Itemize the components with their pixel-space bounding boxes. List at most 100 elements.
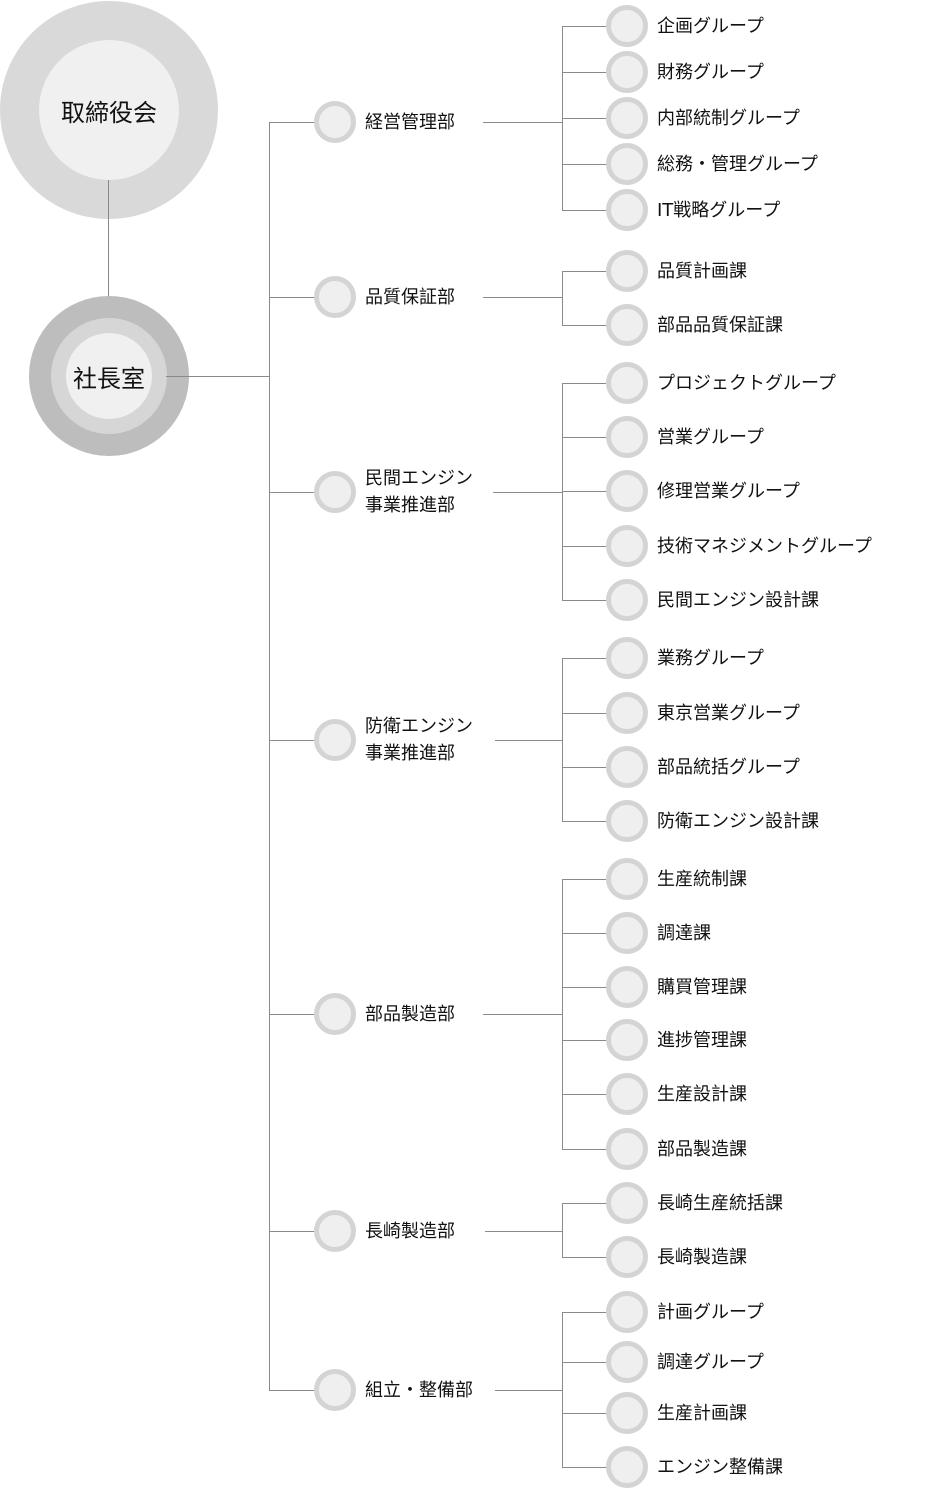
- child-branch-line: [562, 600, 612, 601]
- child-node[interactable]: [606, 1128, 648, 1170]
- child-branch-line: [562, 821, 612, 822]
- dept-to-children-line: [485, 1231, 562, 1232]
- child-label[interactable]: 業務グループ: [657, 647, 764, 669]
- child-node[interactable]: [606, 1019, 648, 1061]
- child-node[interactable]: [606, 746, 648, 788]
- dept-label[interactable]: 防衛エンジン事業推進部: [365, 713, 473, 767]
- child-node[interactable]: [606, 1446, 648, 1488]
- children-trunk-line: [562, 1203, 563, 1258]
- child-node[interactable]: [606, 97, 648, 139]
- child-label[interactable]: 長崎生産統括課: [657, 1192, 783, 1214]
- child-label[interactable]: 進捗管理課: [657, 1029, 747, 1051]
- child-branch-line: [562, 767, 612, 768]
- child-node[interactable]: [606, 1073, 648, 1115]
- dept-node[interactable]: [314, 276, 356, 318]
- child-node[interactable]: [606, 250, 648, 292]
- child-node[interactable]: [606, 637, 648, 679]
- child-branch-line: [562, 933, 612, 934]
- board-node: 取締役会: [0, 1, 218, 219]
- dept-label[interactable]: 民間エンジン事業推進部: [365, 465, 473, 519]
- child-label[interactable]: 購買管理課: [657, 976, 747, 998]
- children-trunk-line: [562, 658, 563, 822]
- child-label[interactable]: 総務・管理グループ: [657, 153, 818, 175]
- child-label[interactable]: 部品統括グループ: [657, 756, 800, 778]
- child-branch-line: [562, 437, 612, 438]
- child-label[interactable]: 防衛エンジン設計課: [657, 810, 819, 832]
- child-node[interactable]: [606, 362, 648, 404]
- child-node[interactable]: [606, 1291, 648, 1333]
- child-label[interactable]: 調達課: [657, 922, 711, 944]
- child-label[interactable]: 修理営業グループ: [657, 480, 800, 502]
- dept-node[interactable]: [314, 471, 356, 513]
- dept-branch-line: [269, 1014, 319, 1015]
- child-node[interactable]: [606, 143, 648, 185]
- child-node[interactable]: [606, 416, 648, 458]
- child-node[interactable]: [606, 579, 648, 621]
- dept-branch-line: [269, 1231, 319, 1232]
- child-node[interactable]: [606, 470, 648, 512]
- child-label[interactable]: プロジェクトグループ: [657, 372, 836, 394]
- child-node[interactable]: [606, 966, 648, 1008]
- child-branch-line: [562, 325, 612, 326]
- child-branch-line: [562, 1362, 612, 1363]
- child-label[interactable]: 技術マネジメントグループ: [657, 535, 872, 557]
- child-label[interactable]: 生産設計課: [657, 1083, 747, 1105]
- dept-label[interactable]: 経営管理部: [365, 109, 455, 136]
- child-branch-line: [562, 1040, 612, 1041]
- child-label[interactable]: 財務グループ: [657, 61, 764, 83]
- child-node[interactable]: [606, 525, 648, 567]
- child-label[interactable]: IT戦略グループ: [657, 199, 781, 221]
- child-label[interactable]: 生産計画課: [657, 1402, 747, 1424]
- child-node[interactable]: [606, 304, 648, 346]
- child-node[interactable]: [606, 5, 648, 47]
- children-trunk-line: [562, 383, 563, 601]
- dept-node[interactable]: [314, 719, 356, 761]
- president-connector: [166, 376, 269, 377]
- dept-label[interactable]: 長崎製造部: [365, 1218, 455, 1245]
- child-label[interactable]: 生産統制課: [657, 868, 747, 890]
- child-label[interactable]: 企画グループ: [657, 15, 764, 37]
- child-node[interactable]: [606, 1392, 648, 1434]
- child-branch-line: [562, 1467, 612, 1468]
- child-label[interactable]: 長崎製造課: [657, 1246, 747, 1268]
- child-node[interactable]: [606, 912, 648, 954]
- child-label[interactable]: 営業グループ: [657, 426, 764, 448]
- child-label[interactable]: 東京営業グループ: [657, 702, 800, 724]
- dept-branch-line: [269, 740, 319, 741]
- child-label[interactable]: 計画グループ: [657, 1301, 764, 1323]
- dept-node[interactable]: [314, 1369, 356, 1411]
- child-node[interactable]: [606, 1236, 648, 1278]
- child-node[interactable]: [606, 189, 648, 231]
- child-label[interactable]: 部品品質保証課: [657, 314, 783, 336]
- child-branch-line: [562, 658, 612, 659]
- child-branch-line: [562, 383, 612, 384]
- child-node[interactable]: [606, 51, 648, 93]
- child-node[interactable]: [606, 800, 648, 842]
- child-label[interactable]: 民間エンジン設計課: [657, 589, 819, 611]
- dept-label-line: 組立・整備部: [365, 1379, 473, 1401]
- board-connector: [108, 180, 109, 320]
- child-label[interactable]: 調達グループ: [657, 1351, 764, 1373]
- dept-node[interactable]: [314, 101, 356, 143]
- child-label[interactable]: 品質計画課: [657, 260, 747, 282]
- dept-label[interactable]: 部品製造部: [365, 1001, 455, 1028]
- child-node[interactable]: [606, 1341, 648, 1383]
- president-node: 社長室: [29, 296, 189, 456]
- dept-label-line: 品質保証部: [365, 286, 455, 308]
- dept-label[interactable]: 組立・整備部: [365, 1377, 473, 1404]
- dept-node[interactable]: [314, 1210, 356, 1252]
- child-label[interactable]: 内部統制グループ: [657, 107, 800, 129]
- child-branch-line: [562, 210, 612, 211]
- child-node[interactable]: [606, 692, 648, 734]
- board-label: 取締役会: [61, 98, 157, 127]
- dept-to-children-line: [493, 492, 562, 493]
- dept-label[interactable]: 品質保証部: [365, 284, 455, 311]
- child-label[interactable]: エンジン整備課: [657, 1456, 783, 1478]
- child-label[interactable]: 部品製造課: [657, 1138, 747, 1160]
- dept-node[interactable]: [314, 993, 356, 1035]
- child-branch-line: [562, 546, 612, 547]
- child-node[interactable]: [606, 1182, 648, 1224]
- child-node[interactable]: [606, 858, 648, 900]
- dept-label-line: 経営管理部: [365, 111, 455, 133]
